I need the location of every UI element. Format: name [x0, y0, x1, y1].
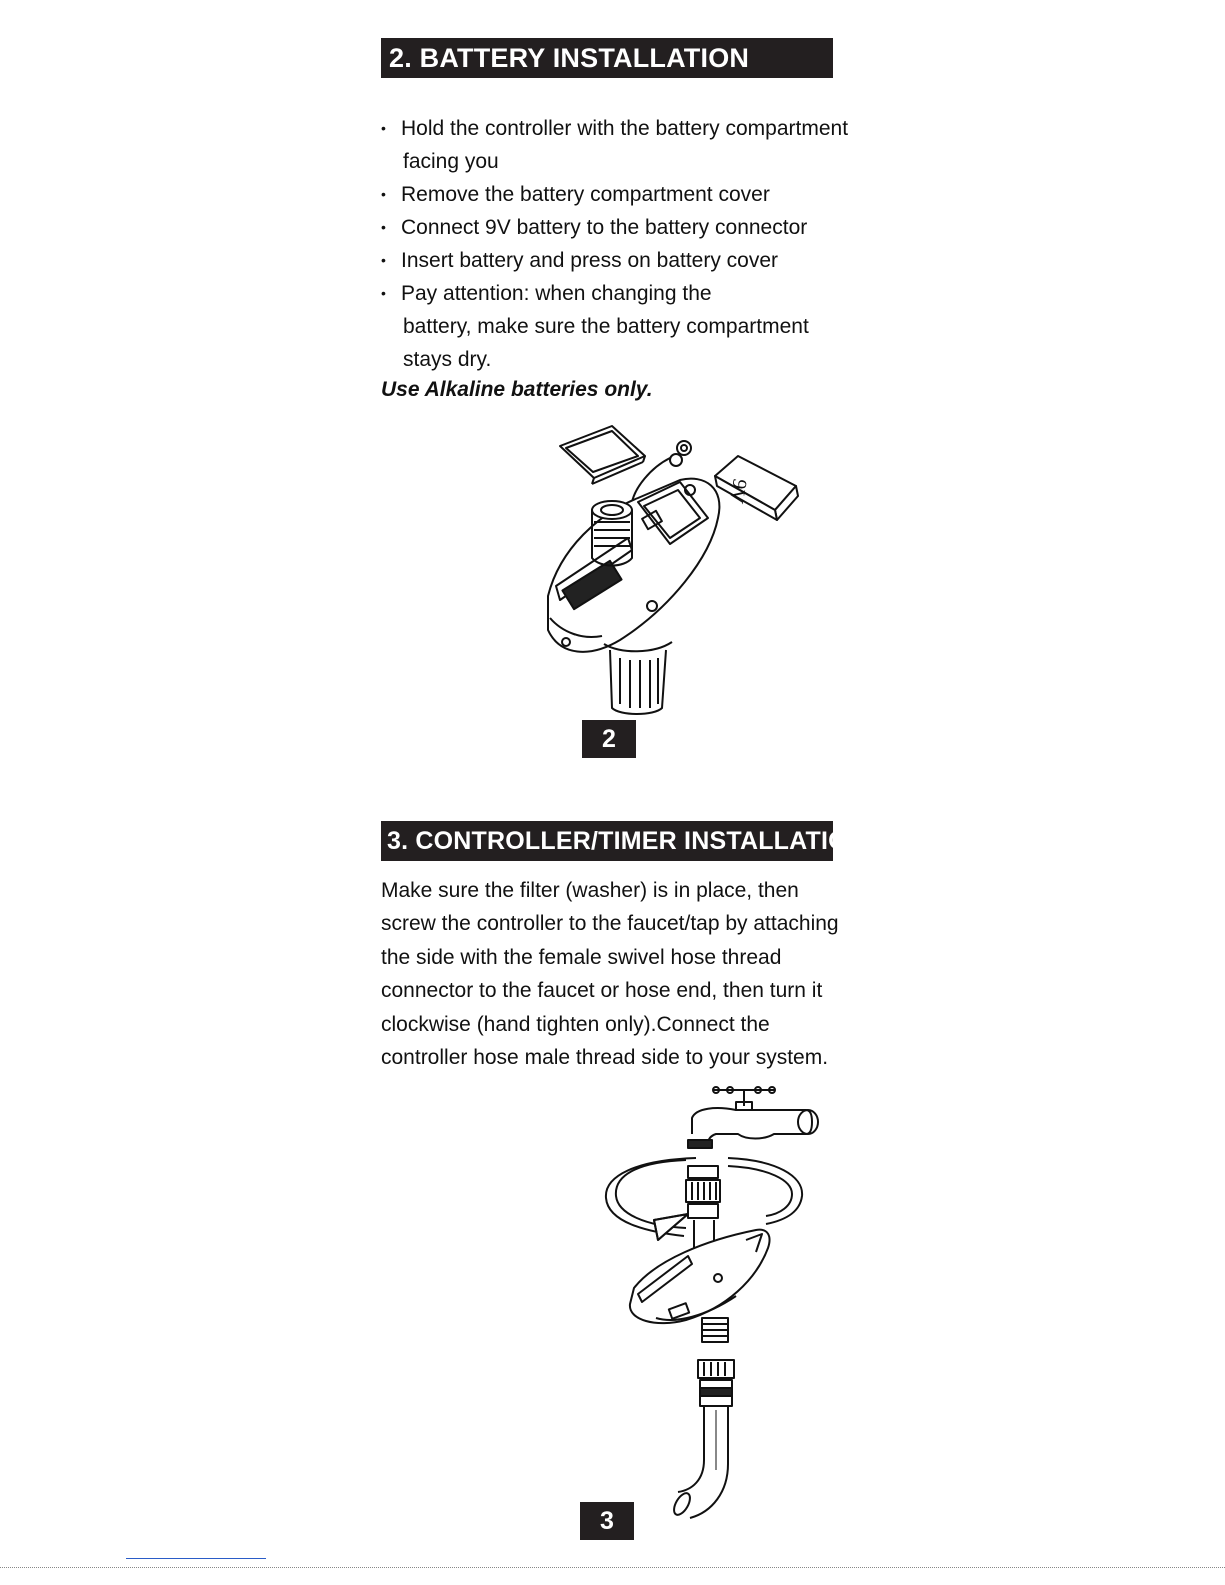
controller-installation-illustration — [604, 1086, 819, 1519]
footer-divider — [0, 1567, 1225, 1568]
list-item: Pay attention: when changing the battery… — [381, 277, 841, 376]
step-text: Connect 9V battery to the battery connec… — [401, 216, 808, 239]
battery-connector-drawing — [631, 440, 692, 503]
male-thread-drawing — [701, 1317, 729, 1343]
rotation-arrow-drawing — [604, 1157, 804, 1241]
battery-label: 9V — [725, 477, 751, 505]
9v-battery-drawing: 9V — [714, 455, 799, 521]
footer-link-underline — [126, 1558, 266, 1559]
step-text: facing you — [403, 150, 499, 173]
paragraph-line: controller hose male thread side to your… — [381, 1046, 829, 1070]
figure-2-label: 2 — [582, 720, 636, 758]
battery-cover-drawing — [559, 425, 646, 485]
list-item: Remove the battery compartment cover — [381, 178, 841, 211]
battery-steps-list: Hold the controller with the battery com… — [381, 112, 849, 376]
paragraph-line: connector to the faucet or hose end, the… — [381, 979, 823, 1003]
battery-installation-illustration: 9V — [547, 425, 799, 715]
step-text: Pay attention: when changing the — [401, 282, 712, 305]
controller-instructions: Make sure the filter (washer) is in plac… — [381, 874, 839, 1074]
battery-installation-heading: 2. BATTERY INSTALLATION — [381, 38, 833, 78]
step-text: stays dry. — [403, 348, 492, 371]
hose-drawing — [673, 1359, 735, 1519]
step-text: Insert battery and press on battery cove… — [401, 249, 779, 272]
step-text: Hold the controller with the battery com… — [401, 117, 849, 140]
paragraph-line: clockwise (hand tighten only).Connect th… — [381, 1012, 770, 1036]
figure-3-label: 3 — [580, 1502, 634, 1540]
step-text: Remove the battery compartment cover — [401, 183, 770, 206]
controller-body-drawing — [628, 1228, 771, 1325]
list-item: Connect 9V battery to the battery connec… — [381, 211, 841, 244]
paragraph-line: Make sure the filter (washer) is in plac… — [381, 879, 799, 902]
controller-installation-heading: 3. CONTROLLER/TIMER INSTALLATION — [381, 821, 833, 861]
list-item: Insert battery and press on battery cove… — [381, 244, 841, 277]
paragraph-line: the side with the female swivel hose thr… — [381, 945, 782, 969]
alkaline-note: Use Alkaline batteries only. — [381, 378, 653, 401]
controller-body-drawing — [547, 477, 721, 715]
step-text: battery, make sure the battery compartme… — [403, 315, 809, 338]
faucet-drawing — [687, 1086, 819, 1149]
swivel-connector-drawing — [685, 1165, 721, 1250]
list-item: Hold the controller with the battery com… — [381, 112, 849, 178]
paragraph-line: screw the controller to the faucet/tap b… — [381, 912, 839, 936]
